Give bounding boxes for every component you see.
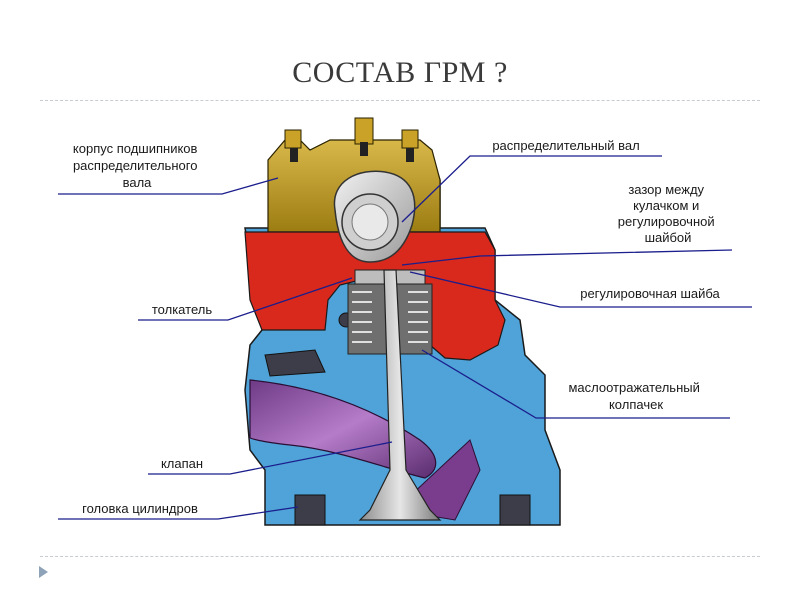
- leader-cylinder-head: [58, 506, 299, 520]
- leader-clearance: [401, 249, 733, 266]
- cooling-jacket: [264, 349, 326, 377]
- label-clearance: зазор между кулачком и регулировочной ша…: [618, 182, 719, 245]
- leader-oil-cap: [421, 349, 730, 419]
- bottom-divider: [40, 556, 760, 557]
- label-cylinder-head: головка цилиндров: [82, 501, 198, 516]
- head-bolt-boss-right: [499, 494, 531, 526]
- label-camshaft: распределительный вал: [492, 138, 639, 153]
- head-bolt-boss-left: [294, 494, 326, 526]
- top-divider: [40, 100, 760, 101]
- label-adjusting-washer: регулировочная шайба: [580, 286, 720, 301]
- label-bearing-housing: корпус подшипников распределительного ва…: [73, 141, 201, 190]
- leader-bearing-housing: [58, 177, 279, 195]
- label-oil-cap: маслоотражательный колпачек: [568, 380, 703, 412]
- leader-valve: [148, 441, 393, 475]
- leader-camshaft: [401, 155, 662, 223]
- housing-bolts: [284, 117, 419, 162]
- label-valve: клапан: [161, 456, 203, 471]
- leader-tappet: [138, 277, 353, 321]
- valve: [358, 269, 442, 521]
- next-slide-arrow-icon[interactable]: [39, 566, 48, 578]
- label-tappet: толкатель: [152, 302, 212, 317]
- leader-adjusting-washer: [409, 271, 752, 308]
- slide-title: СОСТАВ ГРМ ?: [292, 56, 508, 89]
